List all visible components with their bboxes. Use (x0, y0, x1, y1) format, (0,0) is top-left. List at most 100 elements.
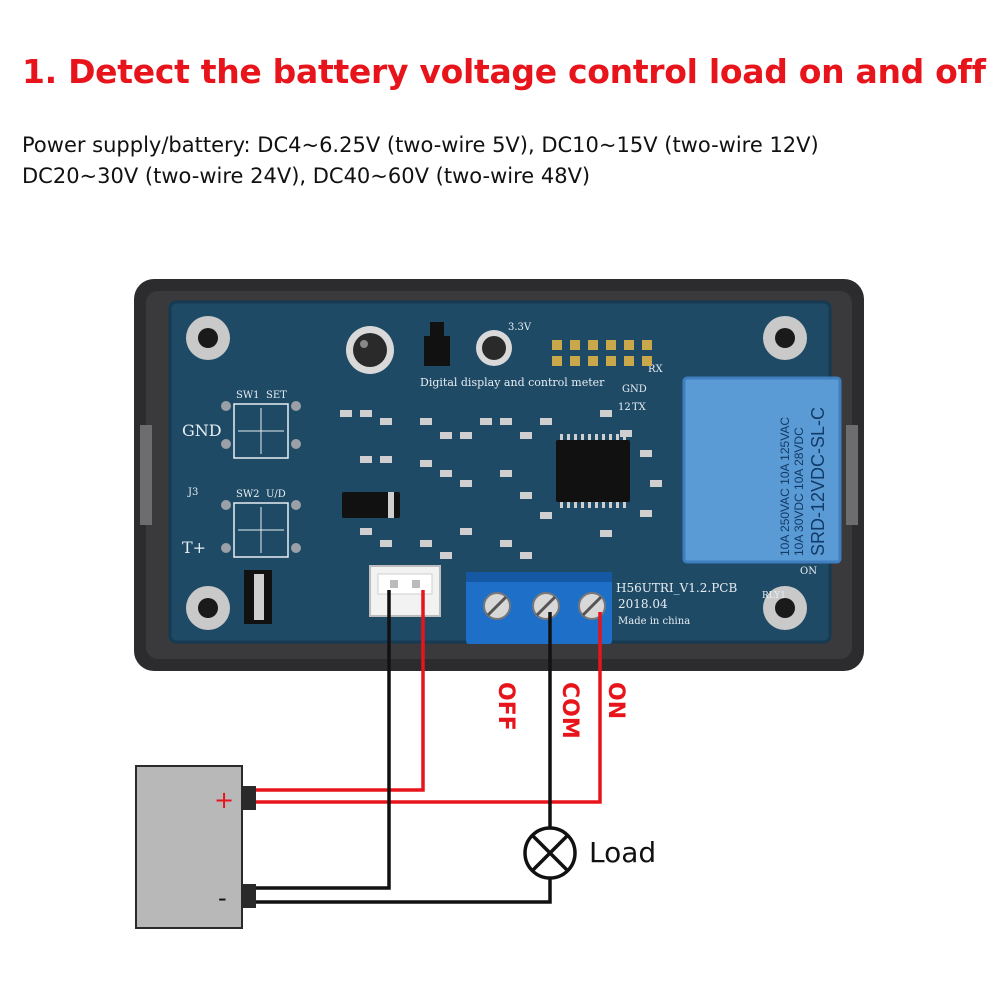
smd-component (360, 456, 372, 463)
gnd-silk: GND (182, 421, 222, 440)
chip-pin (602, 434, 605, 440)
relay: SRD-12VDC-SL-C 10A 250VAC 10A 125VAC 10A… (682, 376, 842, 564)
header-pin (570, 356, 580, 366)
chip-pin (574, 502, 577, 508)
chip-pin (560, 502, 563, 508)
ic-chip (556, 440, 630, 502)
supply-red-wire (256, 612, 602, 804)
k12-silk: 12 (618, 402, 631, 413)
smd-component (500, 470, 512, 477)
smd-component (650, 480, 662, 487)
header-pin (642, 340, 652, 350)
tplus-silk: T+ (182, 538, 206, 557)
smd-component (440, 552, 452, 559)
chip-pin (588, 502, 591, 508)
header-pin (570, 340, 580, 350)
sensor-red-wire (256, 590, 425, 792)
date-silk: 2018.04 (618, 597, 668, 611)
chip-pin (581, 502, 584, 508)
chip-pin (609, 434, 612, 440)
battery-minus-sign: - (218, 884, 227, 912)
regulator (424, 336, 450, 366)
relay-rating-2: 10A 30VDC 10A 28VDC (792, 427, 806, 556)
load-lamp-icon (523, 826, 577, 880)
rly-silk: RLY1 (762, 591, 786, 601)
mounting-holes (186, 316, 807, 630)
smd-component (520, 492, 532, 499)
terminal-label-off: OFF (493, 682, 518, 731)
chip-pin (609, 502, 612, 508)
pin-header (552, 340, 652, 366)
smd-component (460, 480, 472, 487)
header-pin (552, 356, 562, 366)
chip-pin (623, 502, 626, 508)
battery: + - (135, 765, 256, 929)
page-title: 1. Detect the battery voltage control lo… (22, 52, 986, 91)
diode-d1 (342, 492, 400, 518)
sensor-black-wire (256, 590, 391, 890)
chip-pin (574, 434, 577, 440)
wires (256, 590, 602, 904)
chip-pin (602, 502, 605, 508)
model-silk: H56UTRI_V1.2.PCB (616, 581, 737, 595)
smd-component (480, 418, 492, 425)
pcb-title-silk: Digital display and control meter (420, 376, 605, 389)
header-pin (552, 340, 562, 350)
rx-silk: RX (648, 364, 664, 375)
smd-component (420, 460, 432, 467)
switch-sw1 (221, 401, 301, 459)
load-black-wire (256, 878, 552, 904)
header-pin (606, 340, 616, 350)
smd-component (380, 418, 392, 425)
smd-component (520, 432, 532, 439)
sw1-silk: SW1 (236, 390, 260, 401)
smd-component (620, 430, 632, 437)
chip-pin (581, 434, 584, 440)
smd-component (500, 540, 512, 547)
smd-component (420, 540, 432, 547)
smd-component (640, 450, 652, 457)
smd-component (420, 418, 432, 425)
set-silk: SET (266, 390, 287, 401)
chip-pin (616, 434, 619, 440)
header-pin (624, 356, 634, 366)
smd-component (540, 418, 552, 425)
madein-silk: Made in china (618, 616, 690, 627)
terminal-label-on: ON (603, 682, 628, 719)
chip-pin (595, 502, 598, 508)
battery-plus-sign: + (214, 786, 234, 814)
smd-component (520, 552, 532, 559)
header-pin (588, 356, 598, 366)
chip-pin (567, 434, 570, 440)
sensor-connector (369, 565, 441, 617)
smd-component (440, 432, 452, 439)
smd-component (460, 528, 472, 535)
smd-component (440, 470, 452, 477)
chip-pin (588, 434, 591, 440)
chip-pin (560, 434, 563, 440)
ud-silk: U/D (266, 489, 286, 500)
gnd2-silk: GND (622, 384, 647, 395)
switch-sw2 (221, 500, 301, 558)
capacitor-c2 (476, 330, 512, 366)
smd-component (540, 512, 552, 519)
relay-rating-1: 10A 250VAC 10A 125VAC (778, 417, 792, 556)
smd-component (600, 530, 612, 537)
smd-component (640, 510, 652, 517)
v33-silk: 3.3V (508, 322, 532, 333)
smd-component (380, 456, 392, 463)
smd-component (340, 410, 352, 417)
relay-model: SRD-12VDC-SL-C (808, 407, 828, 556)
smd-component (360, 410, 372, 417)
j3-silk: J3 (187, 487, 198, 498)
tx-silk: TX (632, 402, 647, 413)
sw2-silk: SW2 (236, 489, 260, 500)
header-pin (624, 340, 634, 350)
spec-line-2: DC20~30V (two-wire 24V), DC40~60V (two-w… (22, 164, 591, 188)
load-label: Load (589, 836, 656, 869)
smd-component (360, 528, 372, 535)
smd-component (460, 432, 472, 439)
terminal-block (466, 572, 612, 644)
header-pin (588, 340, 598, 350)
